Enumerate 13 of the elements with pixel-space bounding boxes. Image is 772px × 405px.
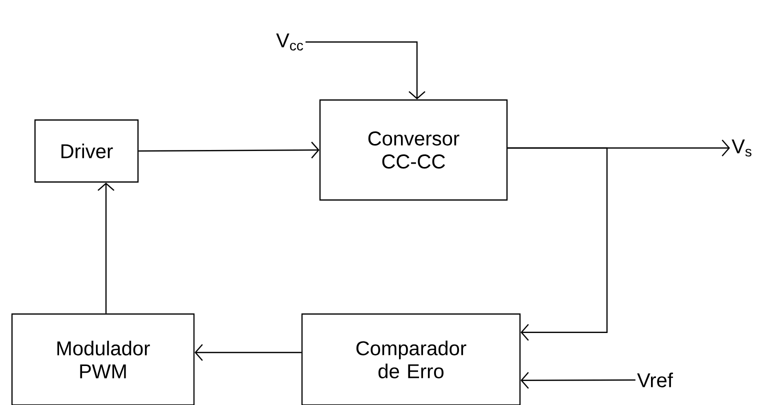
- terminal-label: V$_{s}$: [732, 140, 752, 156]
- arrow: [98, 182, 114, 314]
- terminal-label: Vref: [637, 372, 673, 388]
- terminal-label: V$_{cc}$: [276, 34, 304, 50]
- arrow: [138, 142, 320, 158]
- process-box: Comparador de Erro: [301, 313, 521, 405]
- arrow: [520, 372, 636, 389]
- arrow: [194, 344, 302, 361]
- arrow: [306, 41, 426, 100]
- arrow: [508, 147, 608, 341]
- process-box: Conversor CC-CC: [319, 99, 508, 201]
- process-box: Driver: [34, 119, 139, 183]
- process-box: Modulador PWM: [11, 313, 195, 405]
